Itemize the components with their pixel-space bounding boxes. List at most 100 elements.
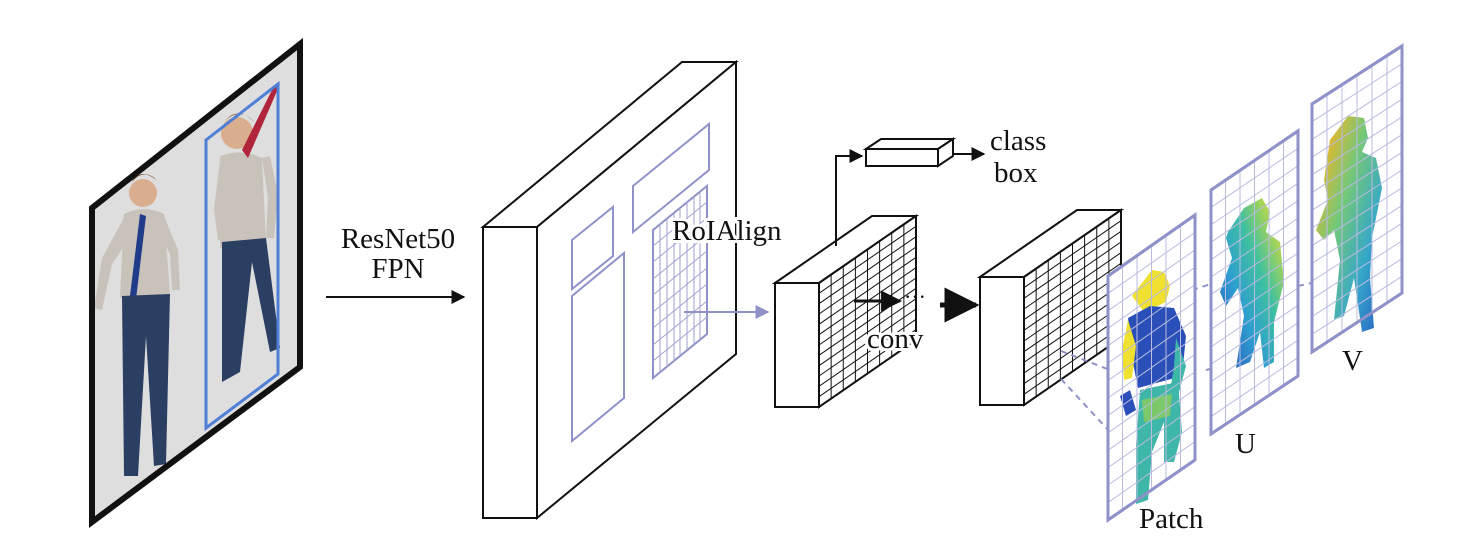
detection-box	[204, 80, 280, 431]
grid-line	[1311, 116, 1403, 176]
feature-map	[480, 59, 739, 521]
u-map-grid	[1210, 140, 1299, 425]
out-block-side	[979, 276, 1025, 406]
grid-line	[818, 225, 917, 294]
grid-line	[1311, 98, 1403, 158]
patch-map	[1106, 212, 1197, 523]
grid-line	[1311, 258, 1403, 317]
fc-block-front	[865, 148, 939, 167]
grid-line	[818, 256, 917, 325]
grid-line	[1023, 273, 1122, 342]
grid-line	[818, 236, 917, 305]
feature-map-front	[536, 59, 737, 521]
conv-label: conv	[867, 323, 924, 355]
proposal-box-top-right	[632, 121, 710, 235]
grid-line	[1107, 354, 1196, 416]
class-label: class	[990, 125, 1046, 157]
v-map	[1310, 43, 1404, 355]
grid-line	[1311, 134, 1403, 193]
grid-line	[818, 329, 917, 398]
grid-line	[1311, 275, 1403, 335]
grid-line	[1023, 220, 1122, 289]
backbone-label-line2: FPN	[371, 253, 424, 285]
grid-line	[1210, 287, 1299, 348]
grid-line	[1107, 423, 1196, 486]
output-feature-block	[976, 208, 1125, 407]
grid-line	[1210, 148, 1299, 208]
grid-line	[1107, 441, 1196, 503]
grid-line	[1311, 205, 1403, 264]
grid-line	[1311, 169, 1403, 229]
grid-line	[818, 318, 917, 387]
u-label: U	[1235, 428, 1256, 460]
grid-line	[1107, 249, 1196, 312]
input-image-frame	[89, 37, 303, 528]
grid-line	[1107, 266, 1196, 329]
box-label: box	[994, 157, 1038, 189]
person-right	[214, 84, 280, 382]
grid-line	[1107, 388, 1196, 451]
grid-line	[1107, 371, 1196, 434]
grid-line	[1210, 165, 1299, 226]
patch-map-grid	[1107, 225, 1196, 510]
conv-ellipsis: ···	[904, 284, 926, 309]
feature-map-side	[482, 226, 538, 519]
grid-line	[1210, 235, 1299, 295]
grid-line	[1311, 240, 1403, 300]
grid-line	[818, 277, 917, 346]
grid-line	[1023, 262, 1122, 331]
proposal-box-left-tall	[571, 250, 625, 444]
grid-line	[1023, 230, 1122, 299]
grid-line	[1311, 222, 1403, 282]
grid-line	[1210, 252, 1299, 313]
grid-line	[1107, 336, 1196, 399]
grid-line	[818, 246, 917, 315]
grid-line	[1023, 294, 1122, 363]
grid-line	[1107, 406, 1196, 469]
grid-line	[1311, 81, 1403, 140]
grid-line	[1311, 151, 1403, 211]
u-map	[1209, 128, 1300, 437]
input-image	[89, 37, 303, 528]
grid-line	[1107, 301, 1196, 364]
grid-line	[1023, 284, 1122, 353]
photo-two-people-icon	[94, 80, 280, 476]
roialign-label: RoIAlign	[672, 215, 782, 247]
grid-line	[1210, 200, 1299, 261]
v-map-body	[1316, 116, 1382, 332]
backbone-label-line1: ResNet50	[341, 223, 455, 255]
grid-line	[1210, 304, 1299, 365]
grid-line	[1210, 357, 1299, 417]
grid-line	[1023, 305, 1122, 374]
backbone-label: ResNet50 FPN	[341, 223, 455, 285]
grid-line	[1210, 217, 1299, 278]
grid-line	[1023, 326, 1122, 395]
grid-line	[1023, 316, 1122, 385]
roi-block-side	[774, 282, 820, 408]
v-map-grid	[1311, 55, 1403, 343]
grid-line	[1107, 319, 1196, 381]
head-branch-arrow	[835, 149, 864, 246]
patch-map-body	[1120, 270, 1186, 504]
grid-line	[1107, 284, 1196, 347]
grid-line	[1210, 322, 1299, 383]
out-block-grid	[1023, 218, 1122, 397]
grid-line	[1023, 241, 1122, 310]
grid-line	[1107, 232, 1196, 294]
patch-label: Patch	[1139, 503, 1204, 535]
grid-line	[818, 308, 917, 377]
grid-line	[1311, 63, 1403, 123]
grid-line	[1311, 187, 1403, 247]
grid-line	[1210, 270, 1299, 330]
person-left	[94, 174, 180, 476]
v-label: V	[1342, 345, 1363, 377]
grid-line	[1210, 182, 1299, 243]
roi-grid-lines	[652, 191, 708, 372]
roi-feature-block	[771, 214, 920, 409]
proposal-box-left-small	[571, 204, 614, 292]
grid-line	[1210, 339, 1299, 400]
grid-line	[1023, 252, 1122, 321]
classification-head: class box	[835, 125, 1046, 246]
fc-block-side	[937, 137, 954, 168]
